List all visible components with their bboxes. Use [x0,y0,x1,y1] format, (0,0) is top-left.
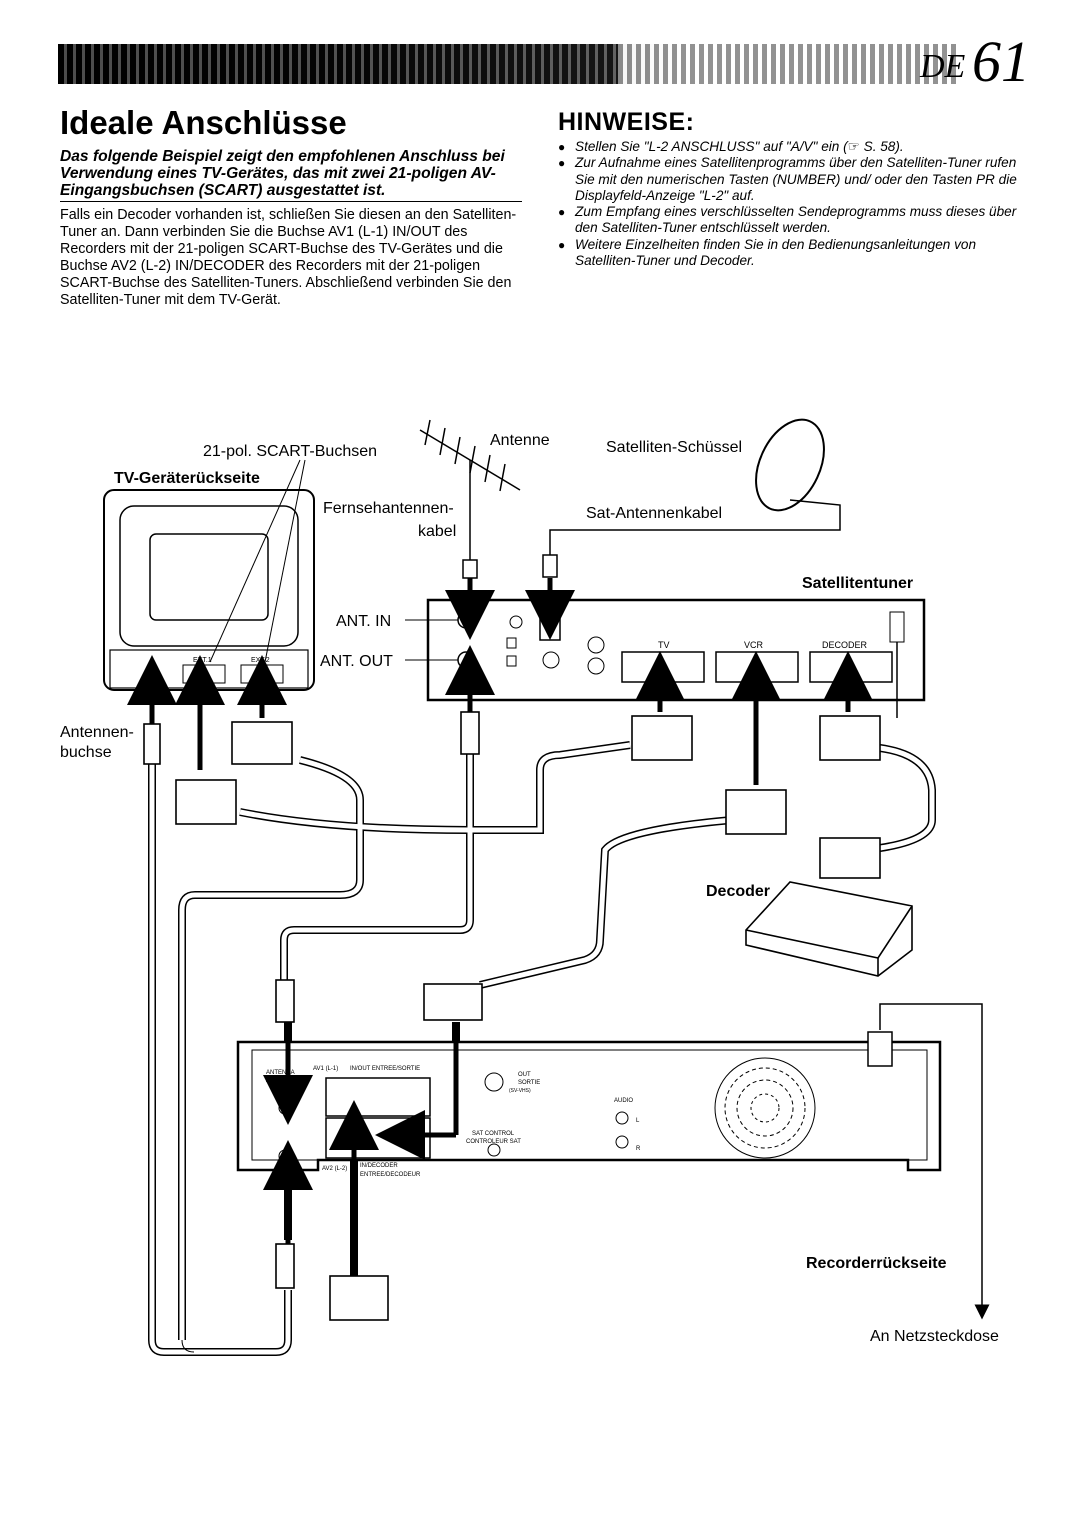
header-stripes-fade [618,44,958,84]
rec-l-label: L [636,1118,640,1124]
tv-cable-label-line1: Fernsehantennen- [323,500,454,517]
rec-antenna-label: ANTENNA [266,1070,295,1076]
antenna-socket-label-line1: Antennen- [60,724,134,741]
rec-indecoder-label: IN/DECODER [360,1163,398,1169]
sat-cable-label: Sat-Antennenkabel [586,505,722,522]
sat-dish-label: Satelliten-Schüssel [606,439,742,456]
header-stripes [58,44,618,84]
ant-out-label: ANT. OUT [320,653,393,670]
decoder-box [745,881,913,977]
tuner-decoder-label: DECODER [822,640,868,650]
antenna-socket-label-line2: buchse [60,744,112,761]
rec-r-label: R [636,1146,641,1152]
rec-av1-label: AV1 (L-1) [313,1066,338,1072]
scart-plugs [175,715,881,1321]
hint-item: Zur Aufnahme eines Satellitenprogramms ü… [558,155,1038,204]
rec-audio-label: AUDIO [614,1098,633,1104]
rec-inout-label: IN/OUT ENTREE/SORTIE [350,1066,420,1072]
hint-item: Weitere Einzelheiten finden Sie in den B… [558,237,1038,270]
satellite-dish-icon [549,418,841,555]
rec-av2-label: AV2 (L-2) [322,1166,347,1172]
tv-ext1-label: EXT.1 [193,657,212,664]
tv-ext2-label: EXT.2 [251,657,270,664]
decoder-label: Decoder [706,883,770,900]
page-number: 61 [972,29,1030,94]
rec-out-label: OUT [518,1072,531,1078]
rec-svhs-label: (SV-VHS) [509,1088,531,1094]
intro-subtitle: Das folgende Beispiel zeigt den empfohle… [60,148,522,202]
antenna-label: Antenne [490,432,550,449]
tuner-tv-label: TV [658,640,670,650]
hint-item: Zum Empfang eines verschlüsselten Sendep… [558,204,1038,237]
intro-body: Falls ein Decoder vorhanden ist, schließ… [60,207,517,308]
tuner-vcr-label: VCR [744,640,764,650]
hints-list: Stellen Sie "L-2 ANSCHLUSS" auf "A/V" ei… [558,139,1038,269]
page-title: Ideale Anschlüsse [60,104,347,141]
recorder-back-label: Recorderrückseite [806,1255,947,1272]
rec-controleur-label: CONTROLEUR SAT [466,1139,521,1145]
tv-set: EXT.1 EXT.2 [103,489,315,691]
rec-entreedec-label: ENTREE/DECODEUR [360,1172,421,1178]
tv-cable-label-line2: kabel [418,523,456,540]
power-outlet-label: An Netzsteckdose [870,1328,999,1345]
tv-back-label: TV-Geräterückseite [114,470,260,487]
sat-tuner-label: Satellitentuner [802,575,913,592]
rec-sortie-label: SORTIE [518,1080,540,1086]
hints-title: HINWEISE: [558,108,695,136]
language-code: DE [920,48,966,85]
scart-sockets-label: 21-pol. SCART-Buchsen [203,443,377,460]
rec-satcontrol-label: SAT CONTROL [472,1131,515,1137]
hint-item: Stellen Sie "L-2 ANSCHLUSS" auf "A/V" ei… [558,139,1038,156]
antenna-icon [419,419,521,560]
ant-in-label: ANT. IN [336,613,391,630]
recorder-back-panel: ANTENNA ANTENNE AV1 (L-1) IN/OUT ENTREE/… [236,1031,942,1178]
